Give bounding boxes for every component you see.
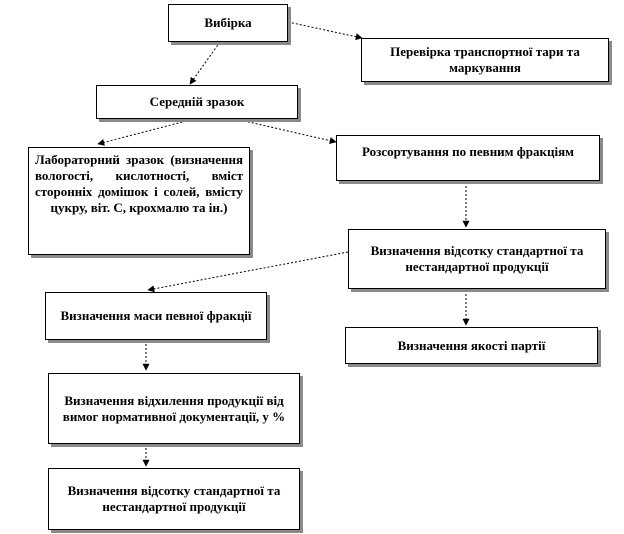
node-lab-sample: Лабораторний зразок (визначення вологост…: [28, 147, 250, 255]
node-sorting-label: Розсортування по певним фракціям: [362, 144, 574, 159]
arrow-percent-standard-to-fraction-mass: [147, 251, 349, 293]
node-lot-quality-label: Визначення якості партії: [397, 337, 546, 353]
node-sampling: Вибірка: [168, 4, 288, 42]
node-sorting: Розсортування по певним фракціям: [336, 135, 600, 181]
node-deviation-label: Визначення відхилення продукції від вимо…: [62, 392, 286, 424]
node-average-sample: Середній зразок: [96, 85, 298, 119]
arrow-sampling-to-transport-check: [287, 21, 363, 41]
node-lot-quality: Визначення якості партії: [345, 327, 598, 364]
node-percent-standard-bottom-label: Визначення відсотку стандартної та неста…: [67, 483, 281, 514]
arrow-sampling-to-average-sample: [189, 41, 221, 85]
node-lab-sample-label: Лабораторний зразок (визначення вологост…: [35, 152, 243, 215]
arrow-average-sample-to-sorting: [239, 119, 337, 145]
arrow-average-sample-to-lab-sample: [97, 119, 191, 146]
node-percent-standard-right: Визначення відсотку стандартної та неста…: [348, 229, 606, 289]
node-transport-check-label: Перевірка транспортної тари та маркуванн…: [390, 44, 580, 75]
node-fraction-mass-label: Визначення маси певної фракції: [60, 308, 252, 323]
node-fraction-mass: Визначення маси певної фракції: [45, 292, 267, 340]
node-transport-check: Перевірка транспортної тари та маркуванн…: [361, 38, 609, 82]
node-deviation: Визначення відхилення продукції від вимо…: [48, 373, 300, 444]
node-percent-standard-bottom: Визначення відсотку стандартної та неста…: [48, 468, 300, 530]
node-sampling-label: Вибірка: [204, 15, 252, 30]
node-average-sample-label: Середній зразок: [149, 94, 245, 109]
node-percent-standard-right-label: Визначення відсотку стандартної та неста…: [370, 243, 584, 274]
